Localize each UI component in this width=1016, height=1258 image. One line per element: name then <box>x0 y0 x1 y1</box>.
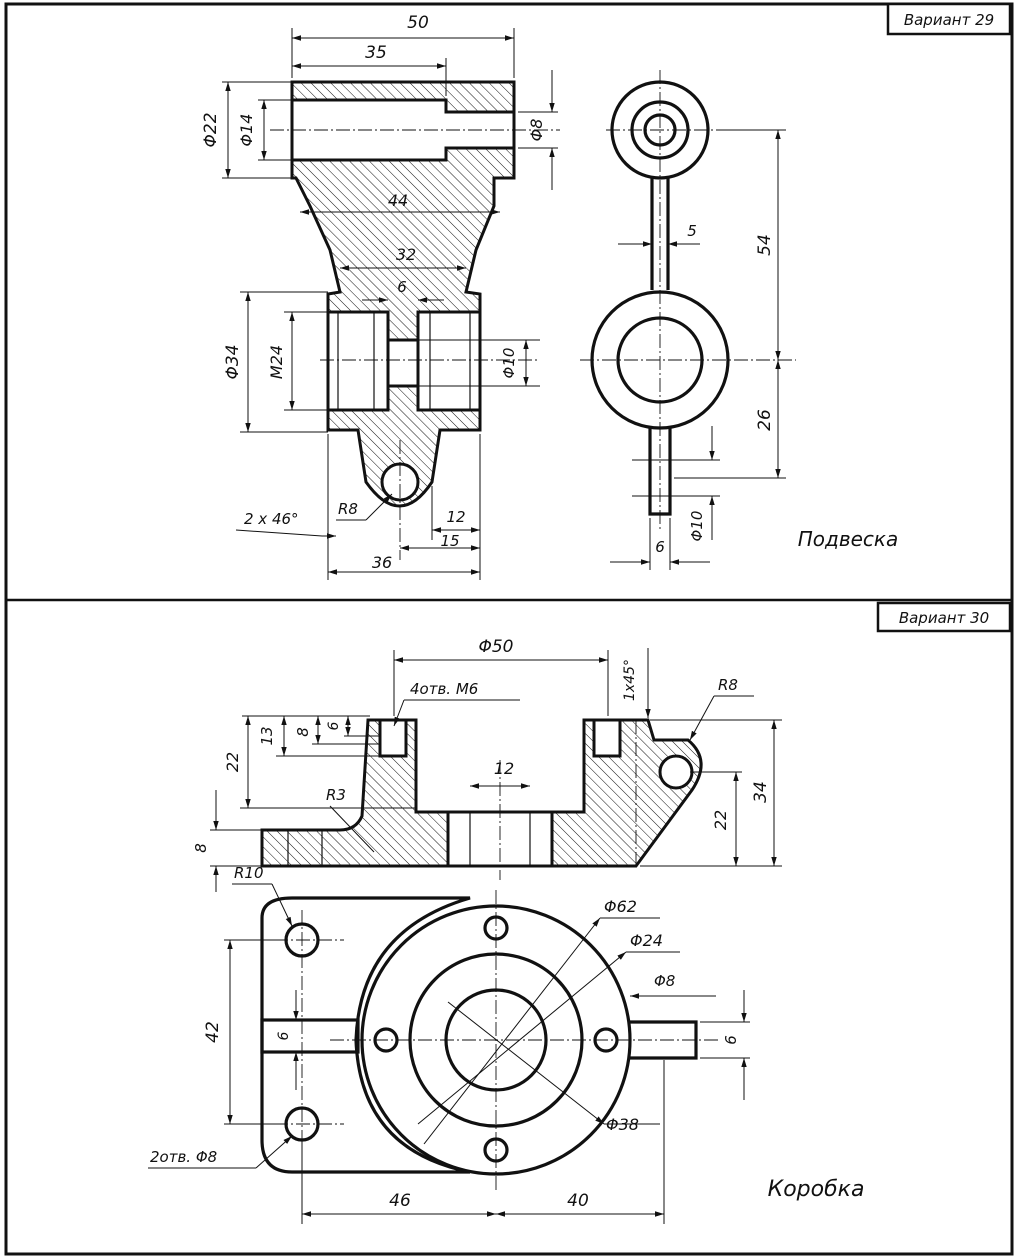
dim-phi14: Φ14 <box>237 114 256 147</box>
variant29-section-view <box>270 80 560 560</box>
dim-chamfer30: 1x45° <box>622 659 638 701</box>
dim-46: 46 <box>389 1191 411 1211</box>
dim-22b: 22 <box>711 810 730 830</box>
variant30-label-box: Вариант 30 <box>876 601 1012 633</box>
variant29-label: Вариант 29 <box>904 11 994 29</box>
dim-12: 12 <box>446 508 465 526</box>
dim-m24: M24 <box>267 345 286 379</box>
dim-8b: 8 <box>192 843 210 853</box>
dim-5: 5 <box>687 222 697 240</box>
dim-12-30: 12 <box>494 759 514 778</box>
variant30-top-dimensions: 42 6 R10 Φ62 Φ24 Φ8 6 Φ38 2отв. Φ8 46 40 <box>148 864 750 1224</box>
dim-13: 13 <box>258 726 276 745</box>
dim-phi50: Φ50 <box>478 637 513 657</box>
variant30-title: Коробка <box>768 1177 865 1202</box>
dim-holes-m6: 4отв. M6 <box>410 680 478 698</box>
dim-50: 50 <box>407 13 429 33</box>
variant29-title: Подвеска <box>798 527 899 551</box>
dim-r8: R8 <box>338 500 358 518</box>
dim-15: 15 <box>440 532 459 550</box>
dim-40: 40 <box>567 1191 589 1211</box>
dim-phi24: Φ24 <box>630 931 663 950</box>
dim-6c: 6 <box>722 1035 740 1045</box>
dim-32: 32 <box>396 245 416 264</box>
dim-6b: 6 <box>655 538 665 556</box>
dim-26: 26 <box>755 409 775 431</box>
variant29-dimensions: 50 35 Φ22 Φ14 Φ8 44 32 6 Φ34 M24 <box>201 13 558 580</box>
variant30-top-view <box>260 890 720 1190</box>
dim-35: 35 <box>365 43 387 63</box>
dim-6: 6 <box>326 721 342 730</box>
dim-6-top: 6 <box>276 1031 292 1040</box>
dim-34: 34 <box>751 781 771 803</box>
variant30-section-dimensions: Φ50 4отв. M6 1x45° R8 22 13 8 6 12 R3 8 <box>192 637 782 892</box>
dim-36: 36 <box>372 553 392 572</box>
variant29-label-box: Вариант 29 <box>886 2 1012 36</box>
dim-42: 42 <box>203 1021 223 1043</box>
dim-phi8-30: Φ8 <box>654 972 675 990</box>
dim-chamfer: 2 x 46° <box>244 510 299 528</box>
variant29-side-view: 54 26 5 Φ10 6 <box>580 70 796 570</box>
dim-phi10b: Φ10 <box>688 511 706 542</box>
dim-phi10: Φ10 <box>500 348 518 379</box>
sheet-border <box>4 2 1014 1256</box>
dim-phi34: Φ34 <box>223 344 243 379</box>
variant30-label: Вариант 30 <box>899 609 989 627</box>
dim-phi62: Φ62 <box>604 897 637 916</box>
dim-phi38: Φ38 <box>606 1115 639 1134</box>
dim-54: 54 <box>755 234 775 256</box>
dim-2holes: 2отв. Φ8 <box>150 1148 217 1166</box>
dim-r10: R10 <box>234 864 264 882</box>
dim-phi22: Φ22 <box>201 112 221 147</box>
dim-8: 8 <box>294 727 312 737</box>
dim-44: 44 <box>388 191 408 210</box>
dim-phi8: Φ8 <box>527 119 546 142</box>
dim-r8-30: R8 <box>718 676 738 694</box>
dim-6: 6 <box>397 278 407 296</box>
dim-22: 22 <box>223 752 242 772</box>
dim-r3: R3 <box>326 786 346 804</box>
